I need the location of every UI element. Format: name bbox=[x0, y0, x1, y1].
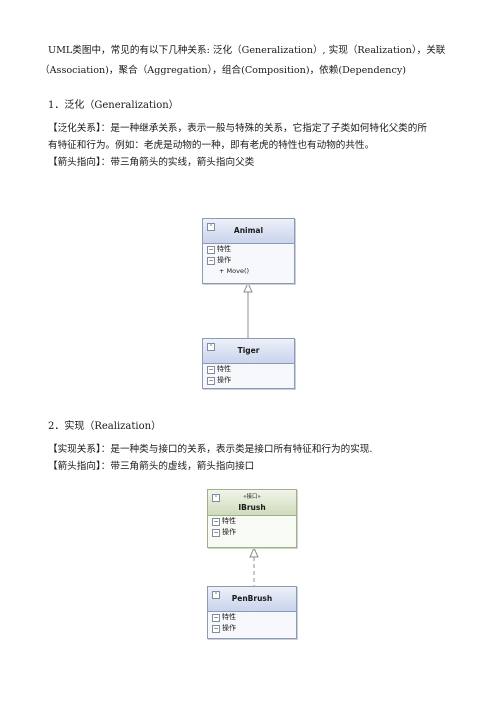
class-tiger-operations[interactable]: − 操作 bbox=[207, 376, 231, 385]
class-tiger-name: Tiger bbox=[237, 346, 260, 355]
collapse-icon[interactable]: ⌃ bbox=[207, 343, 215, 351]
expand-toggle-icon[interactable]: − bbox=[207, 366, 215, 374]
class-animal-header: ⌃ Animal bbox=[203, 219, 294, 244]
expand-toggle-icon[interactable]: − bbox=[207, 246, 215, 254]
class-animal-name: Animal bbox=[233, 226, 264, 235]
class-animal-operations[interactable]: − 操作 bbox=[207, 256, 231, 265]
class-penbrush-header: ⌃ PenBrush bbox=[208, 587, 296, 612]
interface-ibrush-name: IBrush bbox=[238, 503, 266, 512]
class-animal-attributes[interactable]: − 特性 bbox=[207, 245, 231, 254]
generalization-arrowhead bbox=[243, 281, 253, 293]
expand-toggle-icon[interactable]: − bbox=[212, 529, 220, 537]
generalization-desc-2: 有特征和行为。例如：老虎是动物的一种，即有老虎的特性也有动物的共性。 bbox=[48, 140, 375, 151]
class-animal-op-move: + Move() bbox=[219, 267, 250, 275]
class-animal[interactable]: ⌃ Animal − 特性 − 操作 + Move() bbox=[202, 218, 295, 284]
intro-line-2: （Association)，聚合（Aggregation），组合(Composi… bbox=[40, 65, 407, 76]
collapse-icon[interactable]: ⌃ bbox=[207, 223, 215, 231]
generalization-arrow-desc: 【箭头指向】：带三角箭头的实线，箭头指向父类 bbox=[48, 157, 255, 168]
expand-toggle-icon[interactable]: − bbox=[212, 625, 220, 633]
realization-arrowhead bbox=[249, 546, 259, 558]
expand-toggle-icon[interactable]: − bbox=[207, 257, 215, 265]
class-penbrush-name: PenBrush bbox=[231, 594, 273, 603]
expand-toggle-icon[interactable]: − bbox=[207, 377, 215, 385]
generalization-desc-1: 【泛化关系】：是一种继承关系，表示一般与特殊的关系，它指定了子类如何特化父类的所 bbox=[48, 123, 427, 134]
collapse-icon[interactable]: ⌃ bbox=[212, 494, 220, 502]
interface-ibrush[interactable]: ⌃ «接口» IBrush − 特性 − 操作 bbox=[207, 489, 297, 548]
interface-ibrush-operations[interactable]: − 操作 bbox=[212, 528, 236, 537]
section-heading-realization: 2．实现（Realization） bbox=[48, 421, 162, 432]
class-penbrush-attributes[interactable]: − 特性 bbox=[212, 613, 236, 622]
interface-stereotype: «接口» bbox=[243, 494, 261, 500]
intro-line-1: UML类图中，常见的有以下几种关系: 泛化（Generalization）, 实… bbox=[48, 45, 446, 56]
class-penbrush-operations[interactable]: − 操作 bbox=[212, 624, 236, 633]
class-tiger[interactable]: ⌃ Tiger − 特性 − 操作 bbox=[202, 338, 295, 389]
class-penbrush[interactable]: ⌃ PenBrush − 特性 − 操作 bbox=[207, 586, 297, 639]
collapse-icon[interactable]: ⌃ bbox=[212, 591, 220, 599]
section-heading-generalization: 1．泛化（Generalization） bbox=[48, 100, 179, 111]
interface-ibrush-header: ⌃ «接口» IBrush bbox=[208, 490, 296, 516]
class-tiger-header: ⌃ Tiger bbox=[203, 339, 294, 364]
interface-ibrush-attributes[interactable]: − 特性 bbox=[212, 517, 236, 526]
realization-desc-1: 【实现关系】：是一种类与接口的关系，表示类是接口所有特征和行为的实现. bbox=[48, 444, 373, 455]
class-tiger-attributes[interactable]: − 特性 bbox=[207, 365, 231, 374]
realization-arrow-desc: 【箭头指向】：带三角箭头的虚线，箭头指向接口 bbox=[48, 461, 255, 472]
expand-toggle-icon[interactable]: − bbox=[212, 614, 220, 622]
expand-toggle-icon[interactable]: − bbox=[212, 518, 220, 526]
